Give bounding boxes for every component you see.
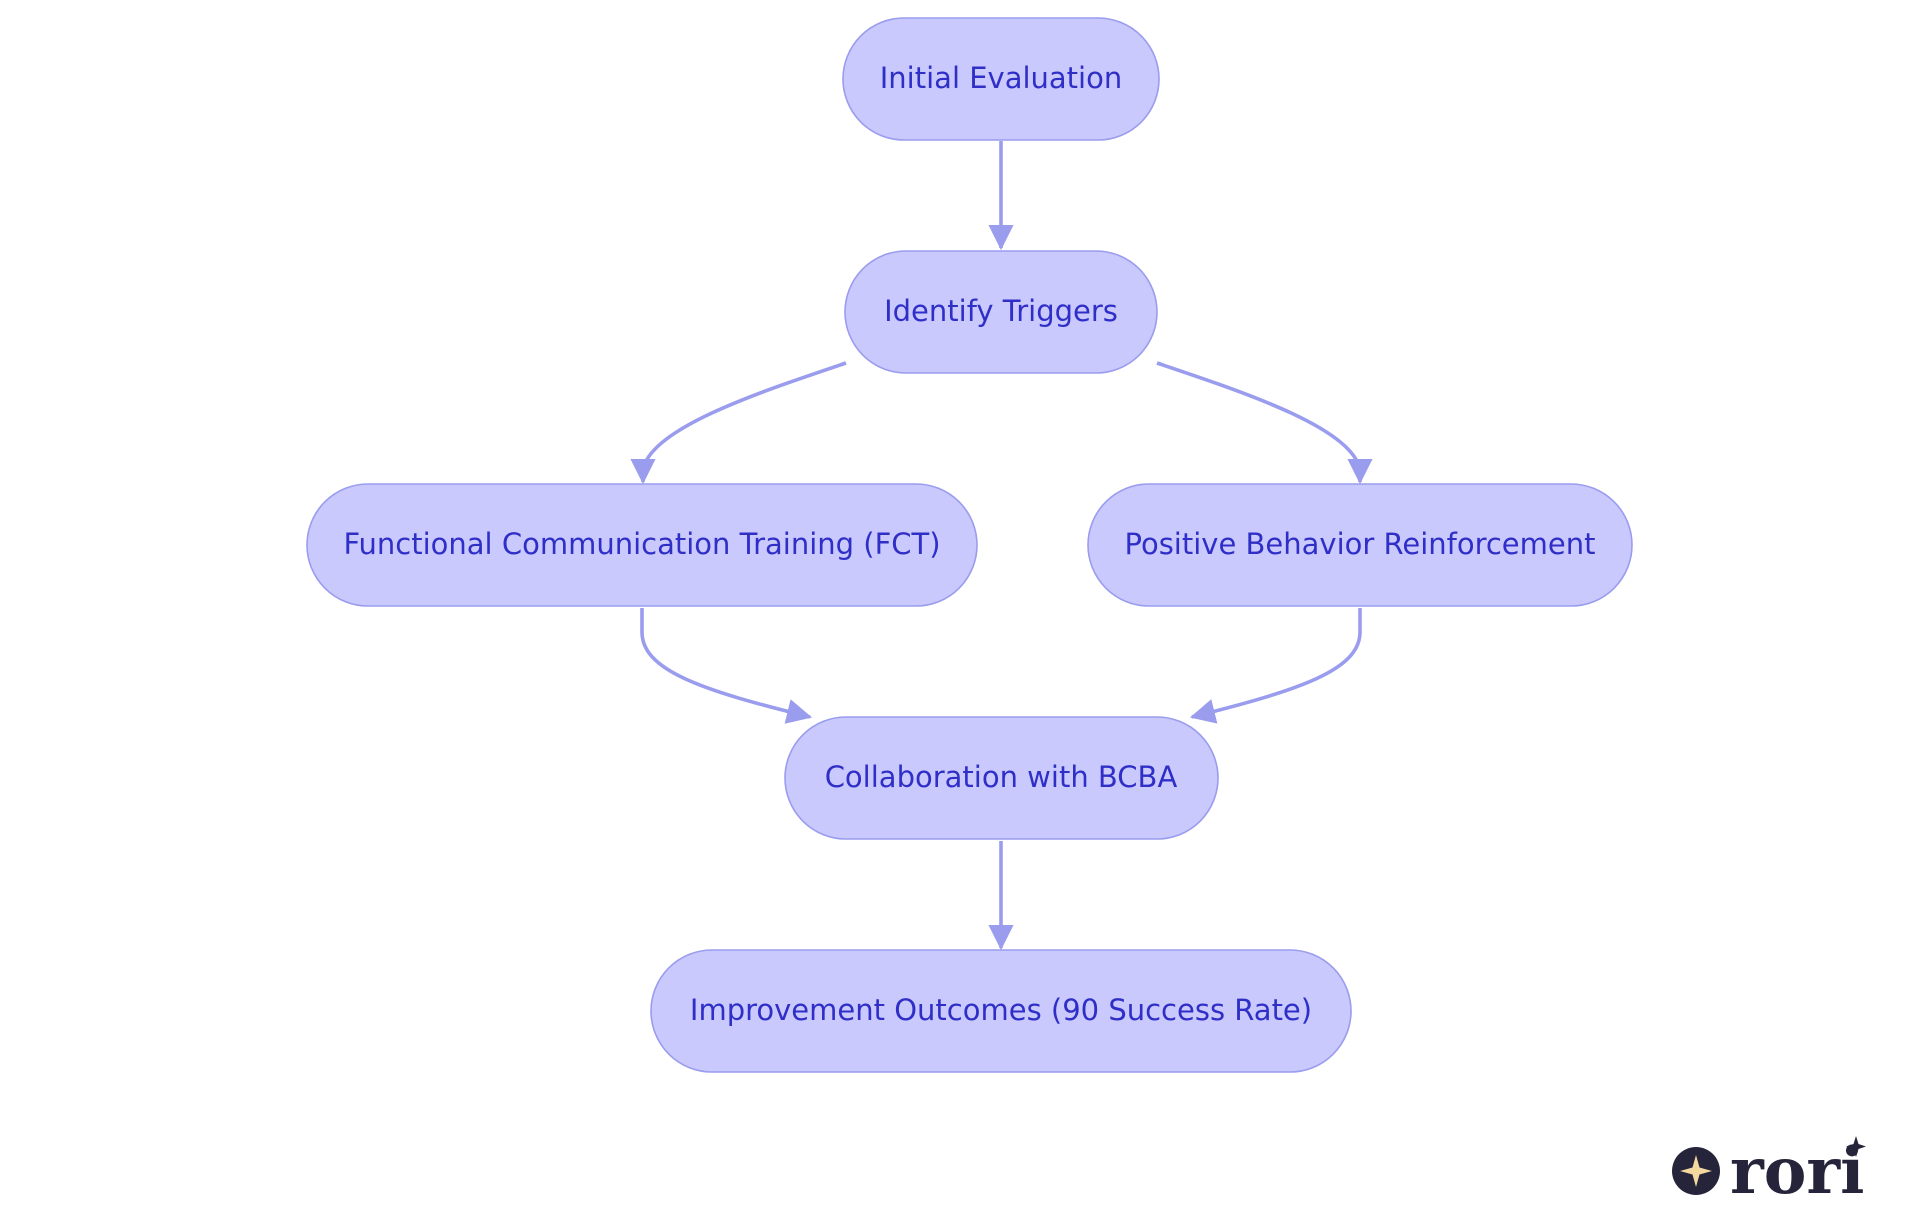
node-functional-communication-training: Functional Communication Training (FCT) [306, 483, 978, 607]
edge-triggers-to-pbr [1156, 361, 1373, 485]
node-label: Collaboration with BCBA [825, 760, 1178, 794]
node-label: Identify Triggers [884, 294, 1118, 328]
node-initial-evaluation: Initial Evaluation [842, 17, 1160, 141]
logo-wordmark: rori [1730, 1134, 1864, 1209]
node-identify-triggers: Identify Triggers [844, 250, 1158, 374]
edge-triggers-to-fct [630, 361, 847, 485]
node-improvement-outcomes: Improvement Outcomes (90 Success Rate) [650, 949, 1352, 1073]
node-label: Positive Behavior Reinforcement [1125, 527, 1596, 561]
node-label: Initial Evaluation [880, 61, 1122, 95]
rori-logo: rori [1672, 1134, 1866, 1209]
edge-pbr-to-bcba [1189, 608, 1362, 724]
logo-star-icon [1846, 1136, 1866, 1157]
edges [630, 141, 1373, 951]
node-positive-behavior-reinforcement: Positive Behavior Reinforcement [1087, 483, 1633, 607]
edge-fct-to-bcba [640, 608, 813, 724]
node-label: Improvement Outcomes (90 Success Rate) [690, 993, 1312, 1027]
node-collaboration-with-bcba: Collaboration with BCBA [784, 716, 1219, 840]
node-label: Functional Communication Training (FCT) [343, 527, 940, 561]
sparkle-icon [1680, 1155, 1712, 1187]
